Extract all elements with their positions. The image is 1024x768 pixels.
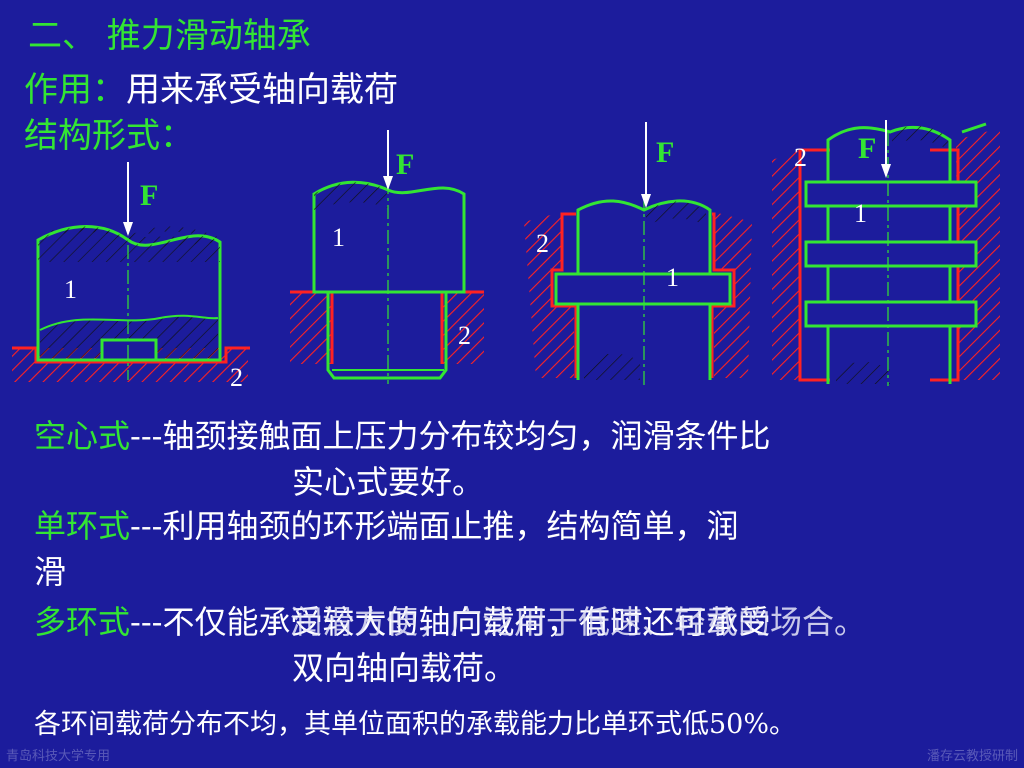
hollow-term: 空心式 — [34, 417, 131, 455]
journal-bottom-hatch — [40, 315, 218, 358]
journal-top-hatch — [646, 201, 706, 226]
single-collar-description: 单环式---利用轴颈的环形端面止推，结构简单，润 — [34, 504, 738, 548]
force-arrowhead — [383, 176, 393, 190]
housing-right-hatch — [442, 292, 484, 364]
housing-outline-right — [710, 212, 736, 378]
single-dashes: --- — [130, 507, 163, 545]
part-1-label: 1 — [666, 263, 679, 292]
journal-bottom-hatch — [584, 353, 640, 380]
overlapping-animation-text: 润滑方便，广泛用于低速、轻载的场合。 — [290, 603, 867, 641]
center-recess — [100, 338, 158, 362]
single-text: 利用轴颈的环形端面止推，结构简单，润 — [162, 507, 739, 545]
footer-right: 潘存云教授研制 — [926, 749, 1018, 764]
part-2-label: 2 — [536, 229, 549, 258]
figure-multi-collar: F 1 2 — [772, 120, 1000, 386]
force-label: F — [396, 148, 414, 181]
hollow-text: 轴颈接触面上压力分布较均匀，润滑条件比 — [162, 417, 771, 455]
footnote: 各环间载荷分布不均，其单位面积的承载能力比单环式低50%。 — [34, 709, 797, 740]
housing-outline-left — [798, 148, 830, 382]
collar-ring — [554, 272, 732, 306]
multi-collar-description-line2: 双向轴向载荷。 — [292, 649, 517, 687]
collar-ring-1 — [804, 180, 978, 208]
hollow-dashes: --- — [130, 417, 163, 455]
structure-label: 结构形式： — [24, 116, 194, 156]
hollow-description: 空心式---轴颈接触面上压力分布较均匀，润滑条件比 — [34, 414, 770, 458]
journal-top-hatch-fill — [38, 226, 220, 262]
purpose-text: 用来承受轴向载荷 — [126, 70, 398, 110]
force-arrowhead — [641, 194, 651, 208]
force-arrowhead — [881, 164, 891, 178]
multi-collar-description: 多环式---不仅能承受较大的轴向载荷，有时还可承受 — [34, 600, 770, 644]
housing-outline-left — [550, 212, 578, 378]
housing-left-hatch — [772, 150, 800, 380]
purpose-label: 作用： — [24, 70, 126, 110]
single-collar-description-line2: 滑 — [34, 553, 67, 591]
purpose-line: 作用：用来承受轴向载荷 — [24, 62, 398, 111]
shaft-bottom-hatch — [836, 361, 890, 384]
figure-solid: F 1 2 — [290, 130, 484, 384]
journal-top-hatch — [314, 182, 388, 210]
housing-outline — [12, 346, 250, 364]
figure-hollow: F 1 2 — [12, 162, 250, 392]
force-arrowhead — [123, 222, 133, 236]
figure-single-collar: F 1 2 — [524, 122, 752, 386]
housing-top-tick-right — [961, 122, 987, 134]
collar-ring-2 — [804, 240, 978, 268]
collar-ring-3 — [804, 300, 978, 328]
part-1-label: 1 — [854, 199, 867, 228]
multi-text: 不仅能承受较大的轴向载荷，有时还可承受 — [162, 603, 771, 641]
bearing-diagrams: F 1 2 F 1 2 F 1 2 — [12, 120, 1000, 392]
shaft-top-hatch — [892, 125, 948, 150]
single-term: 单环式 — [34, 507, 131, 545]
journal-bottom-curve — [39, 314, 219, 331]
footer-left: 青岛科技大学专用 — [6, 749, 111, 764]
hollow-description-line2: 实心式要好。 — [292, 463, 485, 501]
part-2-label: 2 — [458, 321, 471, 350]
section-title: 二、 推力滑动轴承 — [28, 16, 311, 56]
part-2-label: 2 — [230, 363, 243, 392]
force-label: F — [656, 136, 674, 169]
force-label: F — [858, 132, 876, 165]
part-2-label: 2 — [794, 143, 807, 172]
part-1-label: 1 — [64, 275, 77, 304]
part-1-label: 1 — [332, 223, 345, 252]
force-label: F — [140, 179, 158, 212]
multi-dashes: --- — [130, 603, 163, 641]
housing-left-hatch — [290, 292, 332, 364]
multi-term: 多环式 — [34, 603, 131, 641]
housing-right-hatch — [714, 212, 752, 378]
